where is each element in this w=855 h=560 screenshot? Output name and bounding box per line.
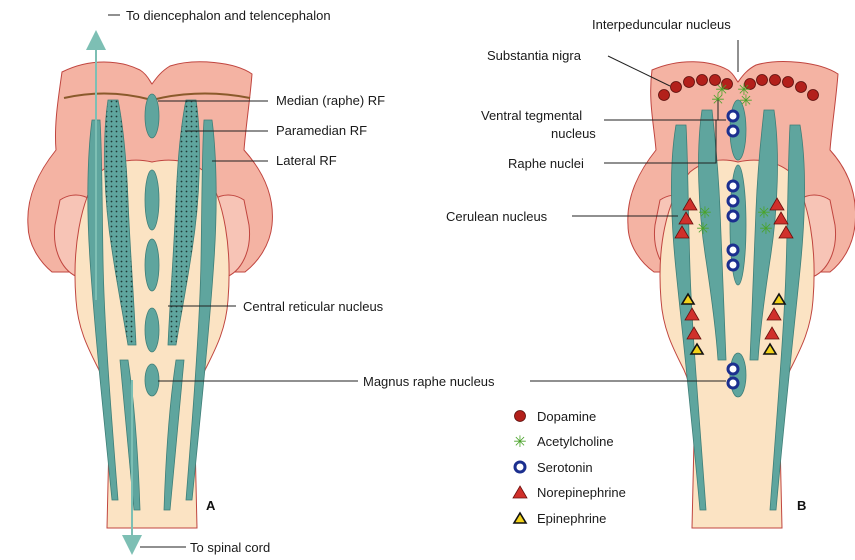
acetylcholine-star-icon: ✳ <box>696 219 709 238</box>
legend: Dopamine ✳ Acetylcholine Serotonin Norep… <box>513 409 626 526</box>
dopamine-dot-icon <box>671 82 682 93</box>
label-median-rf: Median (raphe) RF <box>276 93 385 108</box>
serotonin-ring-icon <box>515 462 525 472</box>
legend-label-serotonin: Serotonin <box>537 460 593 475</box>
panel-a-median-raphe-2 <box>145 170 159 230</box>
label-raphe-nuclei: Raphe nuclei <box>508 156 584 171</box>
panel-b-letter: B <box>797 498 806 513</box>
legend-label-dopamine: Dopamine <box>537 409 596 424</box>
dopamine-dot-icon <box>783 77 794 88</box>
label-magnus-raphe: Magnus raphe nucleus <box>363 374 495 389</box>
dopamine-dot-icon <box>697 75 708 86</box>
norepinephrine-triangle-icon <box>513 486 527 498</box>
dopamine-dot-icon <box>808 90 819 101</box>
label-cerulean: Cerulean nucleus <box>446 209 548 224</box>
serotonin-ring-icon <box>728 126 738 136</box>
serotonin-ring-icon <box>728 196 738 206</box>
label-lateral-rf: Lateral RF <box>276 153 337 168</box>
label-top-arrow: To diencephalon and telencephalon <box>126 8 331 23</box>
label-paramedian-rf: Paramedian RF <box>276 123 367 138</box>
label-substantia-nigra: Substantia nigra <box>487 48 582 63</box>
panel-a: To diencephalon and telencephalon Median… <box>28 8 495 555</box>
serotonin-ring-icon <box>728 260 738 270</box>
legend-label-norepinephrine: Norepinephrine <box>537 485 626 500</box>
panel-a-median-raphe-5 <box>145 364 159 396</box>
label-central-reticular: Central reticular nucleus <box>243 299 384 314</box>
serotonin-ring-icon <box>728 211 738 221</box>
acetylcholine-star-icon: ✳ <box>513 432 526 451</box>
label-ventral-tegmental-1: Ventral tegmental <box>481 108 582 123</box>
legend-label-epinephrine: Epinephrine <box>537 511 606 526</box>
dopamine-dot-icon <box>515 411 526 422</box>
label-bottom-arrow: To spinal cord <box>190 540 270 555</box>
dopamine-dot-icon <box>659 90 670 101</box>
acetylcholine-star-icon: ✳ <box>759 219 772 238</box>
dopamine-dot-icon <box>796 82 807 93</box>
panel-a-median-raphe-3 <box>145 239 159 291</box>
label-interpeduncular: Interpeduncular nucleus <box>592 17 731 32</box>
serotonin-ring-icon <box>728 364 738 374</box>
legend-label-acetylcholine: Acetylcholine <box>537 434 614 449</box>
dopamine-dot-icon <box>770 75 781 86</box>
dopamine-dot-icon <box>757 75 768 86</box>
serotonin-ring-icon <box>728 111 738 121</box>
serotonin-ring-icon <box>728 181 738 191</box>
serotonin-ring-icon <box>728 245 738 255</box>
acetylcholine-star-icon: ✳ <box>739 91 752 110</box>
panel-a-median-raphe-4 <box>145 308 159 352</box>
dopamine-dot-icon <box>684 77 695 88</box>
panel-a-median-raphe-1 <box>145 94 159 138</box>
panel-b: ✳ ✳ ✳ ✳ ✳ ✳ ✳ ✳ <box>446 17 855 528</box>
label-ventral-tegmental-2: nucleus <box>551 126 596 141</box>
panel-a-letter: A <box>206 498 216 513</box>
epinephrine-triangle-icon <box>514 513 526 523</box>
serotonin-ring-icon <box>728 378 738 388</box>
